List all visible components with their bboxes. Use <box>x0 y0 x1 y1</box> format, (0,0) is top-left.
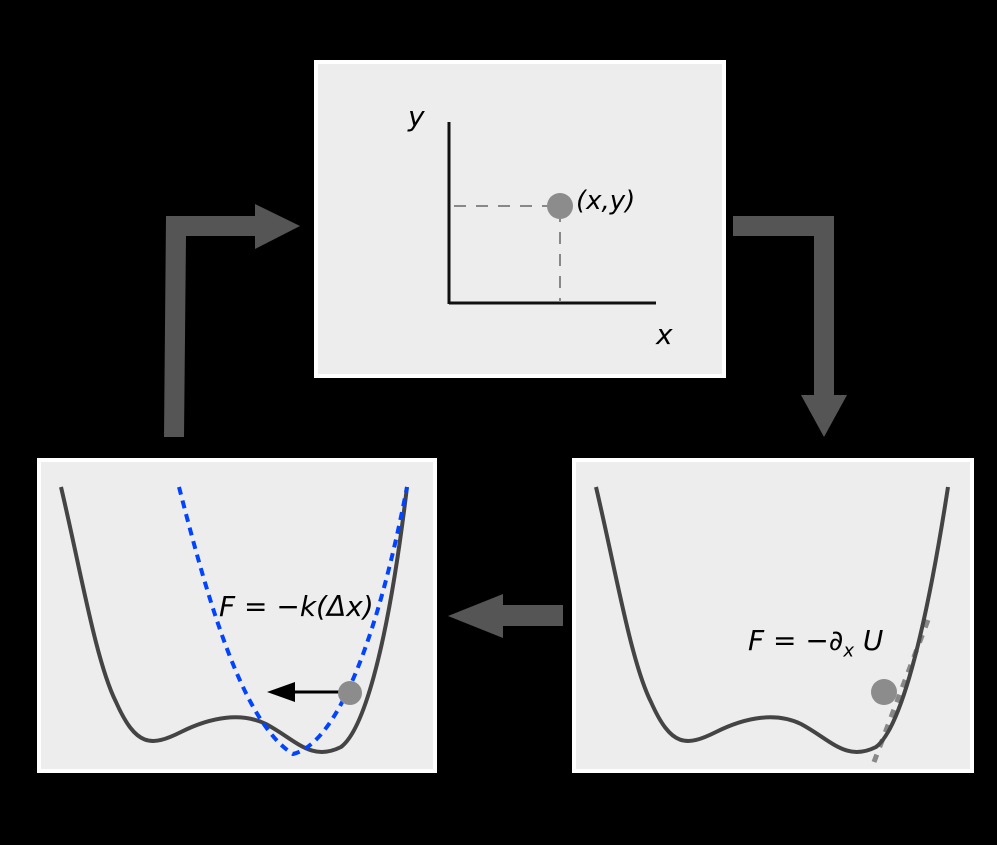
arrow-to-position-panel <box>164 204 300 437</box>
potential-curve <box>59 486 409 754</box>
arrow-to-gradient-panel <box>733 216 847 437</box>
x-axis-label: x <box>656 318 673 351</box>
potential-curve-plot <box>594 486 950 763</box>
harmonic-plot <box>59 486 409 757</box>
particle <box>338 681 362 705</box>
position-panel: y x (x,y) <box>314 60 726 378</box>
y-axis-label: y <box>408 100 425 133</box>
harmonic-force-panel: F = −k(Δx) <box>37 458 437 773</box>
point-label: (x,y) <box>576 186 636 216</box>
force-arrow-head <box>267 682 295 702</box>
gradient-force-panel: F = −∂x U <box>572 458 974 773</box>
harmonic-approximation-dashed <box>177 486 409 757</box>
axes-plot <box>447 122 656 305</box>
harmonic-force-equation: F = −k(Δx) <box>219 590 374 623</box>
potential-curve <box>594 486 950 754</box>
particle-point <box>547 193 573 219</box>
particle <box>871 679 897 705</box>
gradient-force-equation: F = −∂x U <box>748 624 884 662</box>
arrow-to-harmonic-panel <box>448 594 563 638</box>
